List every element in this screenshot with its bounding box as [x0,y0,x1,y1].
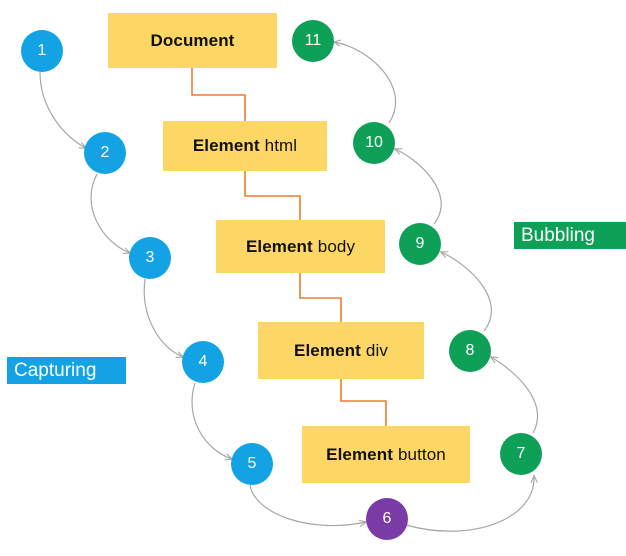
step-marker-label: 8 [465,342,475,359]
arrow-9-to-10 [395,149,442,225]
step-marker-label: 2 [100,144,110,161]
step-marker-11[interactable]: 11 [292,20,334,62]
step-marker-label: 7 [516,445,526,462]
node-kind-label: Element [245,236,313,256]
node-tag-label: body [317,236,356,256]
node-kind-label: Element [294,340,361,360]
node-tag-label: html [264,136,298,155]
tree-connector-group [191,68,387,426]
step-marker-label: 10 [365,134,383,151]
arrow-5-to-6 [249,484,366,526]
arrow-3-to-4 [143,278,183,357]
node-kind-label: Document [150,30,235,50]
arrow-1-to-2 [39,71,86,148]
legend-tag-capturing: Capturing [7,357,126,384]
arrow-6-to-7 [405,476,534,532]
step-marker-9[interactable]: 9 [399,223,441,265]
arrow-10-to-11 [334,42,397,124]
legend-tag-bubbling: Bubbling [514,222,626,249]
step-marker-label: 6 [382,510,392,527]
step-marker-6[interactable]: 6 [366,498,408,540]
step-marker-1[interactable]: 1 [21,30,63,72]
step-marker-label: 1 [37,42,47,59]
step-marker-7[interactable]: 7 [500,433,542,475]
step-marker-2[interactable]: 2 [84,132,126,174]
step-marker-5[interactable]: 5 [231,443,273,485]
bubbling-path-group [334,42,539,532]
step-marker-10[interactable]: 10 [353,122,395,164]
node-tag-label: button [397,444,446,464]
capturing-path-group [39,71,366,526]
step-marker-label: 11 [304,32,322,49]
arrow-8-to-9 [441,252,492,332]
step-marker-label: 3 [145,249,155,266]
legend-tag-label: Capturing [14,359,97,381]
connector-html-body [244,171,301,220]
arrow-7-to-8 [491,357,539,434]
step-marker-4[interactable]: 4 [182,341,224,383]
arrow-4-to-5 [191,382,232,459]
step-marker-label: 5 [247,455,257,472]
connector-document-html [191,68,246,121]
step-marker-3[interactable]: 3 [129,237,171,279]
arrow-2-to-3 [90,173,130,253]
step-marker-8[interactable]: 8 [449,330,491,372]
legend-tag-label: Bubbling [521,224,595,246]
node-kind-label: Element [192,136,260,155]
step-marker-label: 4 [198,353,208,370]
node-kind-label: Element [326,444,393,464]
step-marker-label: 9 [415,235,425,252]
node-tag-label: div [365,340,388,360]
node-box-document: Document [108,13,277,68]
connector-div-button [340,379,387,426]
connector-body-div [299,273,342,322]
